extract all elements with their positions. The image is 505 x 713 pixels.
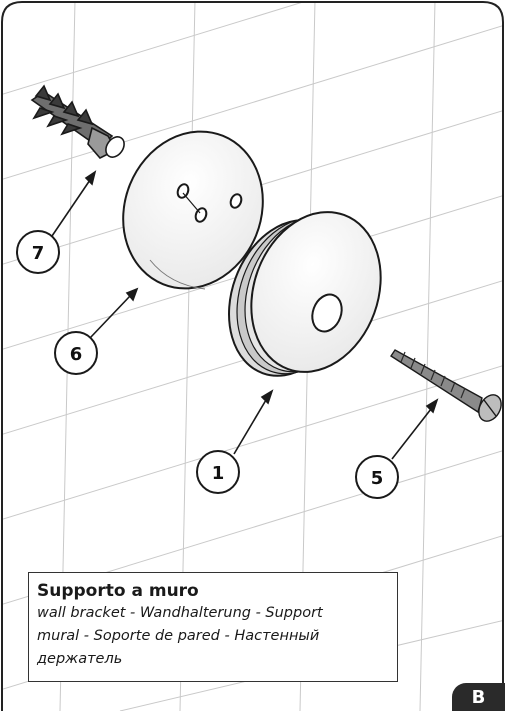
callout-6: 6	[54, 331, 98, 375]
caption-title: Supporto a muro	[37, 581, 199, 601]
caption-subtitle-line-3: держатель	[37, 651, 123, 667]
leader-arrows	[51, 170, 439, 460]
wall-anchor	[30, 84, 125, 159]
callout-5-number: 5	[371, 468, 384, 489]
bracket-spool	[228, 211, 382, 377]
caption-subtitle-line-1: wall bracket - Wandhalterung - Support	[37, 605, 323, 621]
page-tab-badge: B	[452, 683, 505, 711]
caption-box: Supporto a muro wall bracket - Wandhalte…	[28, 572, 398, 682]
caption-subtitle-line-2: mural - Soporte de pared - Настенный	[37, 628, 320, 644]
callout-7: 7	[16, 230, 60, 274]
callout-5: 5	[355, 455, 399, 499]
screw	[390, 349, 502, 422]
callout-6-number: 6	[70, 344, 83, 365]
callout-1: 1	[196, 450, 240, 494]
cover-disc	[122, 130, 264, 290]
callout-7-number: 7	[32, 243, 45, 264]
callout-1-number: 1	[212, 463, 225, 484]
